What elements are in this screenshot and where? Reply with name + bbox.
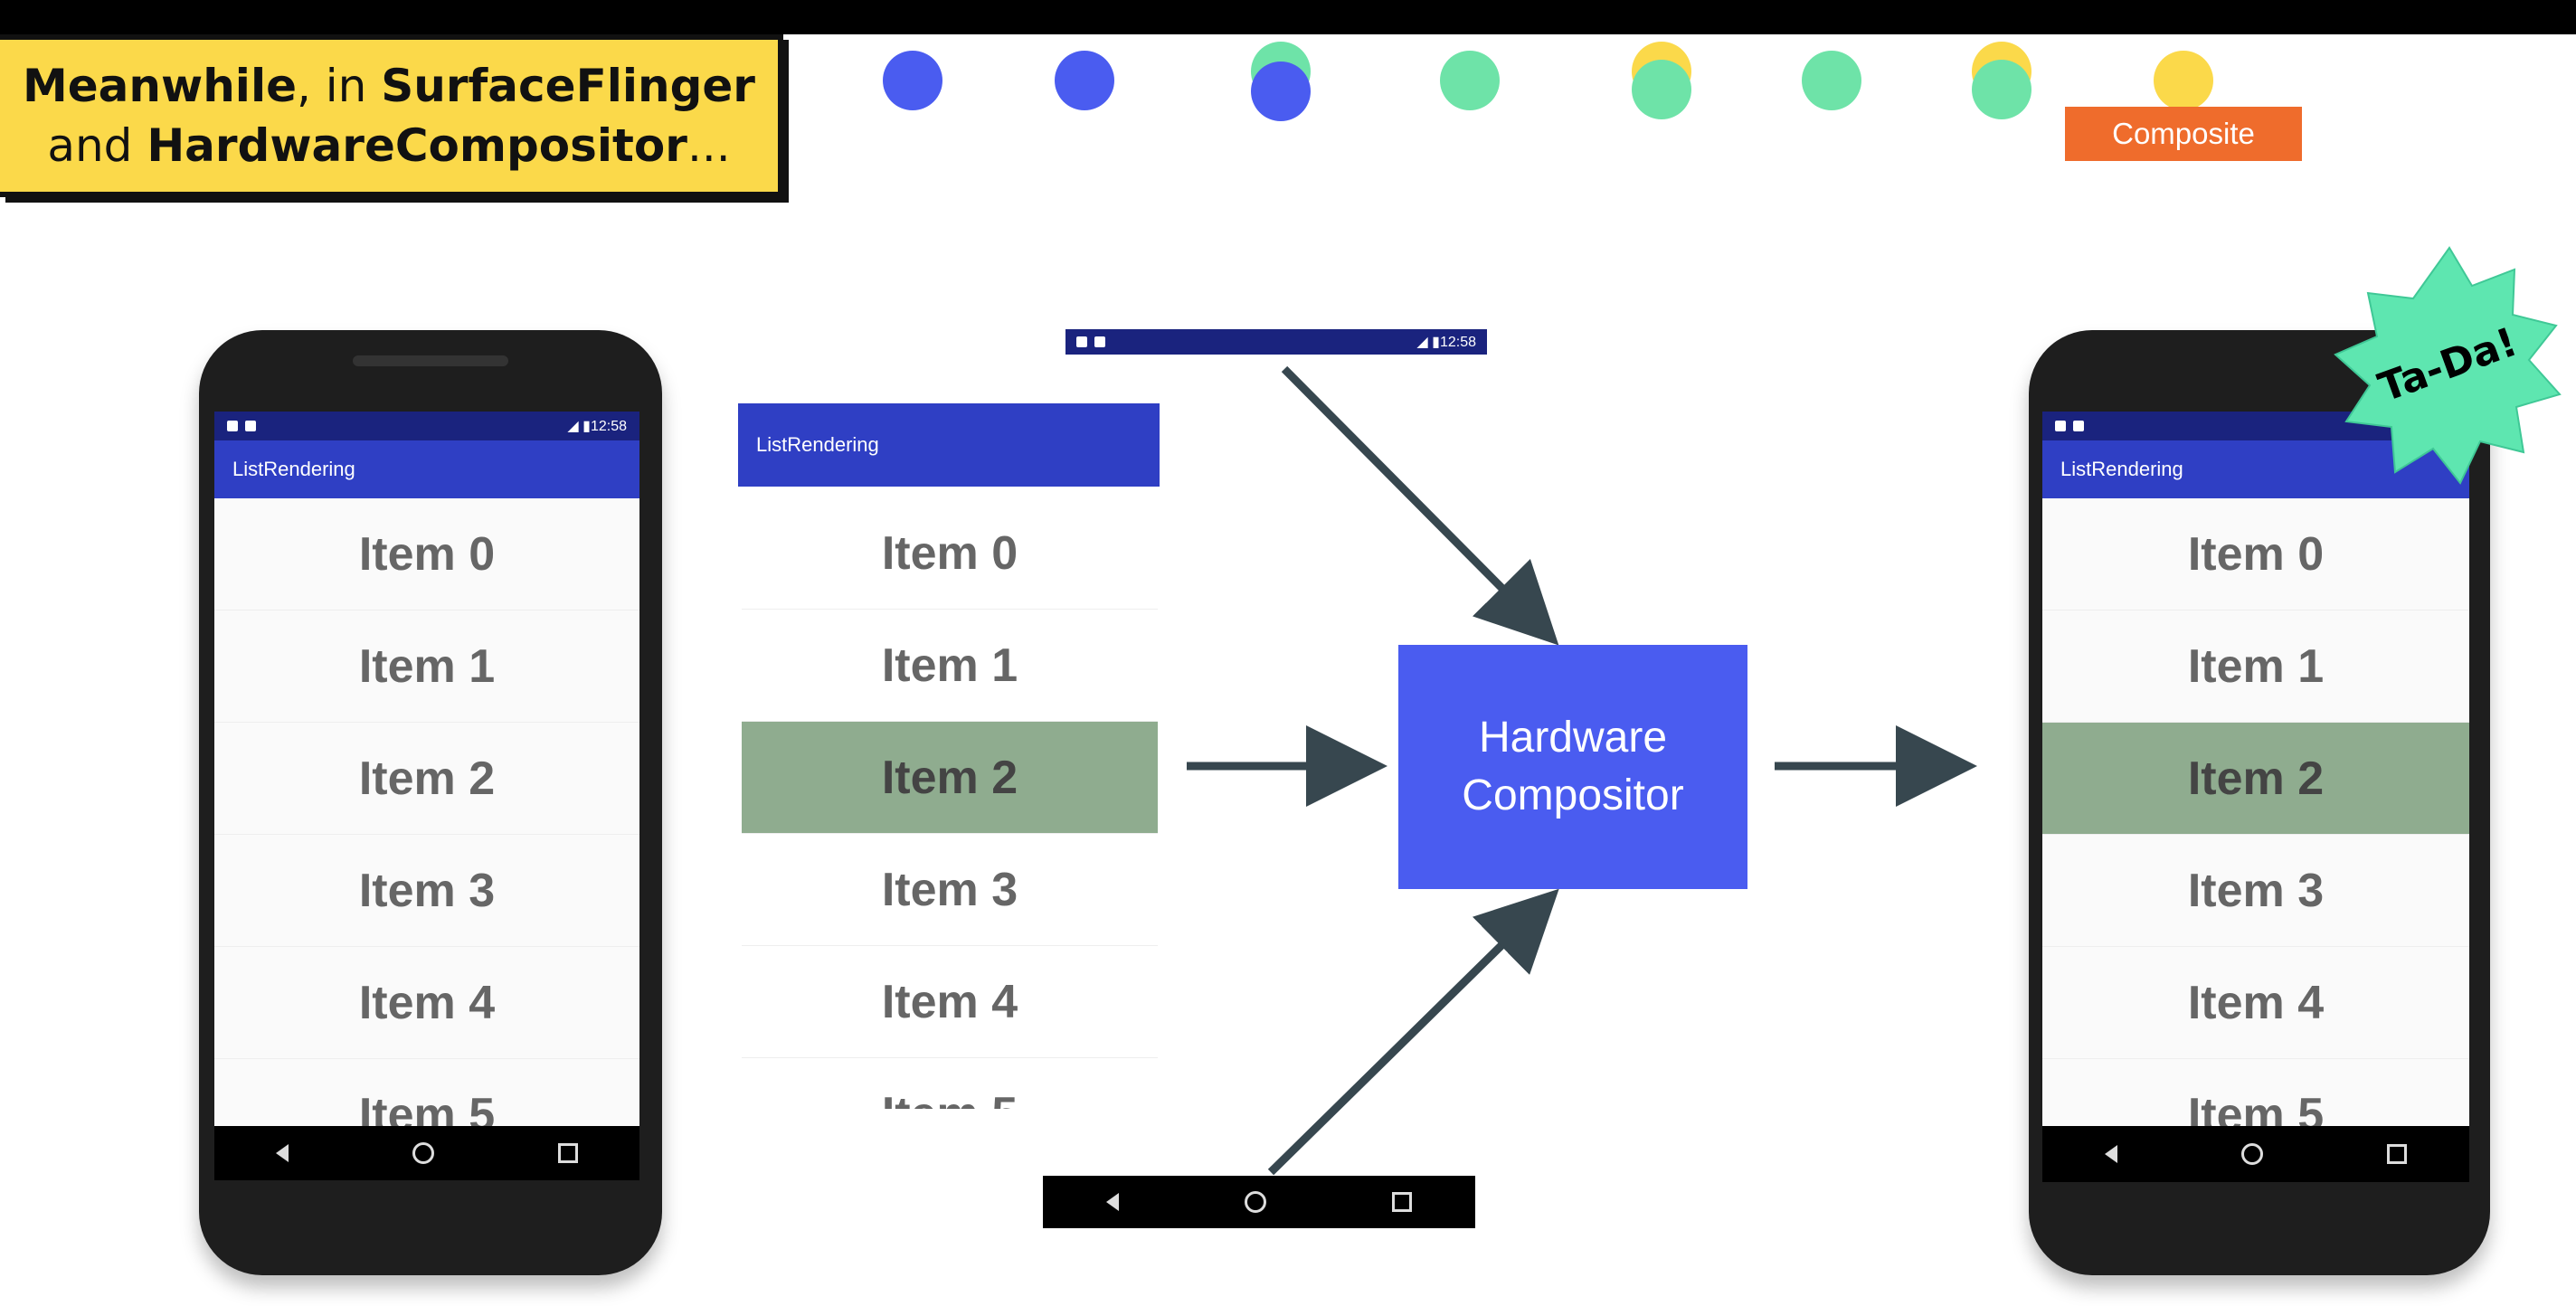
home-icon[interactable] [2240, 1143, 2263, 1165]
list-item-selected[interactable]: Item 2 [2042, 723, 2469, 835]
back-icon[interactable] [276, 1144, 289, 1162]
list-item[interactable]: Item 4 [214, 947, 639, 1059]
left-signal-icon: ◢ ▮ [567, 419, 591, 434]
recents-icon[interactable] [1392, 1192, 1413, 1212]
arrow-status-to-compositor [1281, 365, 1559, 646]
home-icon[interactable] [412, 1142, 434, 1164]
right-sim-icon [2055, 420, 2066, 431]
left-sim-icon [227, 420, 238, 431]
left-nav-bar [214, 1126, 639, 1180]
timeline-dot-green-4 [1440, 51, 1500, 110]
list-item[interactable]: Item 5 [742, 1058, 1158, 1110]
banner-ellipsis: ... [687, 119, 731, 172]
tada-star-shape [2334, 246, 2562, 485]
left-phone-speaker [353, 355, 508, 366]
right-nav-bar [2042, 1126, 2469, 1182]
hardware-compositor-box: Hardware Compositor [1398, 645, 1747, 889]
left-app-bar: ListRendering [214, 440, 639, 498]
banner-surfaceflinger: SurfaceFlinger [381, 60, 755, 112]
right-notification-icon [2073, 420, 2084, 431]
timeline-dot-green-6 [1802, 51, 1861, 110]
list-item[interactable]: Item 3 [214, 835, 639, 947]
right-phone: ◢ ▮ 12:58 ListRendering Item 0 Item 1 It… [2029, 330, 2490, 1275]
recents-icon[interactable] [557, 1143, 578, 1163]
layer-signal-icon: ◢ ▮ [1416, 335, 1440, 350]
left-phone-screen: ◢ ▮ 12:58 ListRendering Item 0 Item 1 It… [214, 412, 639, 1135]
list-item[interactable]: Item 1 [2042, 610, 2469, 723]
compositor-line-2: Compositor [1462, 771, 1684, 819]
layer-nav-bar [1043, 1176, 1475, 1228]
timeline-dot-blue-1 [883, 51, 942, 110]
timeline-dot-green-7 [1972, 60, 2031, 119]
right-phone-screen: ◢ ▮ 12:58 ListRendering Item 0 Item 1 It… [2042, 412, 2469, 1135]
title-banner: Meanwhile, in SurfaceFlinger and Hardwar… [0, 34, 783, 197]
layer-sim-icon [1076, 336, 1087, 347]
layer-status-bar: ◢ ▮ 12:58 [1065, 329, 1487, 355]
home-icon[interactable] [1244, 1191, 1266, 1213]
timeline-dot-green-5 [1632, 60, 1691, 119]
back-icon[interactable] [1105, 1193, 1119, 1211]
banner-in: , in [297, 60, 382, 112]
banner-hardwarecompositor: HardwareCompositor [147, 119, 687, 172]
composite-label: Composite [2065, 107, 2302, 161]
list-item-selected[interactable]: Item 2 [742, 722, 1158, 834]
banner-meanwhile: Meanwhile [23, 60, 297, 112]
list-item[interactable]: Item 1 [214, 610, 639, 723]
list-item[interactable]: Item 1 [742, 610, 1158, 722]
top-black-strip [0, 0, 2576, 34]
timeline-dot-blue-3 [1251, 62, 1311, 121]
layer-status-time: 12:58 [1439, 335, 1476, 350]
banner-line-1: Meanwhile, in SurfaceFlinger [23, 56, 755, 116]
tada-badge: Ta-Da! [2334, 246, 2562, 485]
left-phone: ◢ ▮ 12:58 ListRendering Item 0 Item 1 It… [199, 330, 662, 1275]
left-status-time: 12:58 [590, 419, 627, 434]
list-item[interactable]: Item 4 [2042, 947, 2469, 1059]
layer-list: Item 0 Item 1 Item 2 Item 3 Item 4 Item … [742, 497, 1158, 1109]
banner-and: and [47, 119, 147, 172]
recents-icon[interactable] [2387, 1144, 2408, 1164]
timeline-dot-yellow-8 [2154, 51, 2213, 110]
layer-app-bar: ListRendering [738, 403, 1160, 487]
list-item[interactable]: Item 3 [742, 834, 1158, 946]
compositor-line-1: Hardware [1478, 714, 1668, 762]
banner-line-2: and HardwareCompositor... [47, 116, 730, 175]
list-item[interactable]: Item 4 [742, 946, 1158, 1058]
list-item[interactable]: Item 2 [214, 723, 639, 835]
list-item[interactable]: Item 0 [214, 498, 639, 610]
arrow-nav-to-compositor [1267, 888, 1559, 1176]
list-item[interactable]: Item 0 [742, 497, 1158, 610]
layer-notification-icon [1094, 336, 1105, 347]
list-item[interactable]: Item 3 [2042, 835, 2469, 947]
left-status-bar: ◢ ▮ 12:58 [214, 412, 639, 440]
list-item[interactable]: Item 0 [2042, 498, 2469, 610]
back-icon[interactable] [2104, 1145, 2117, 1163]
left-notification-icon [245, 420, 256, 431]
timeline-dot-blue-2 [1055, 51, 1114, 110]
list-item[interactable]: Item 5 [2042, 1059, 2469, 1136]
